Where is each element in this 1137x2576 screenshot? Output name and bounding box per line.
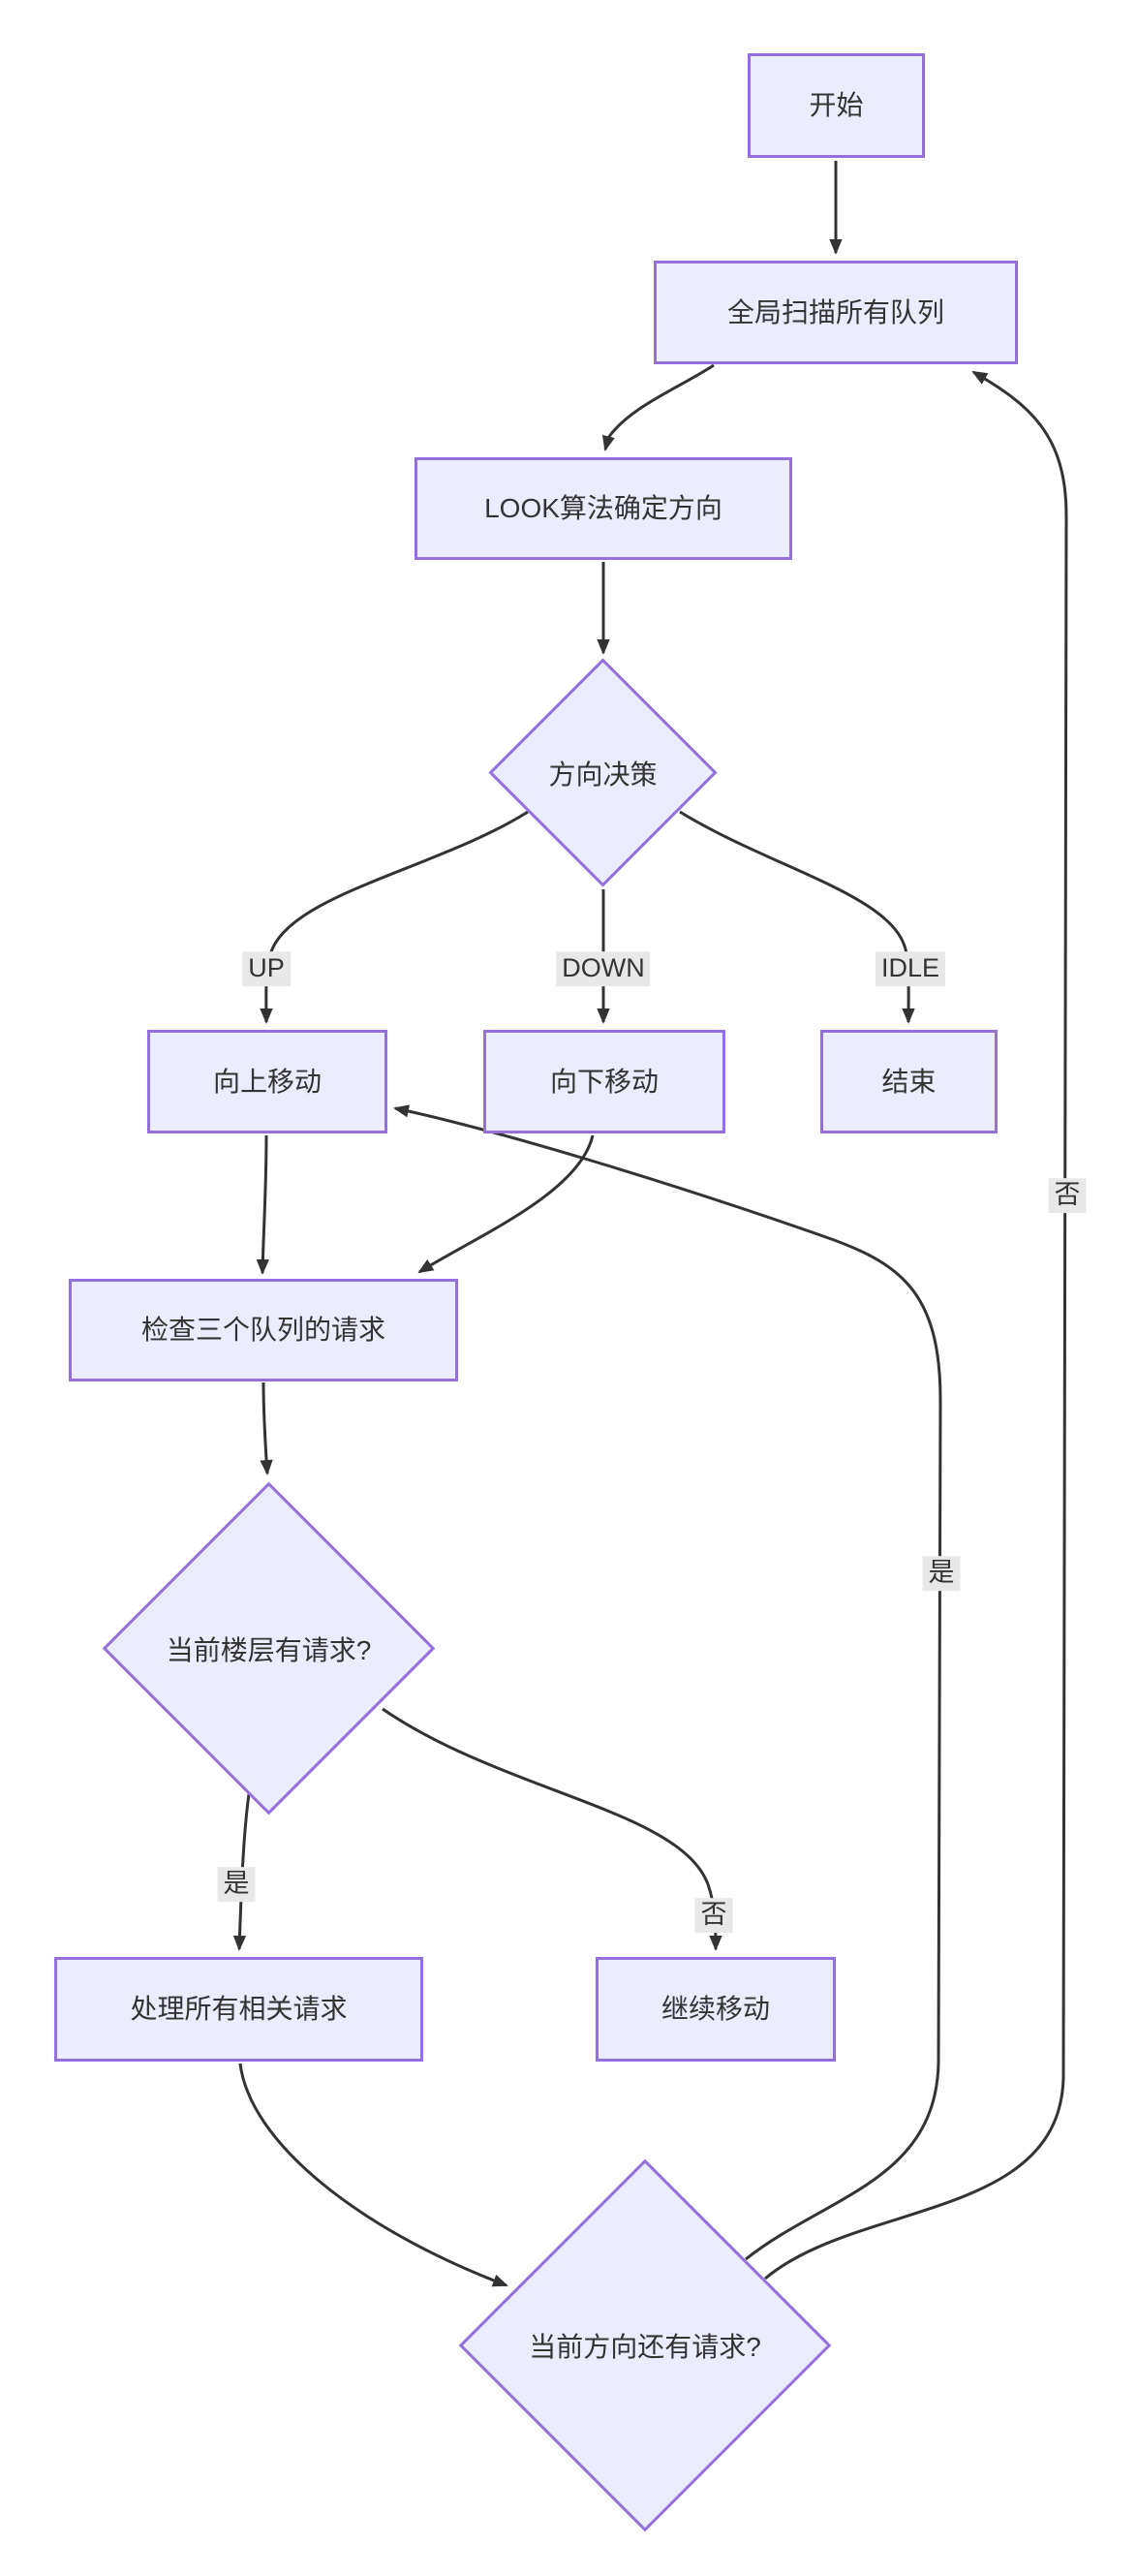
edge-label-floor-yes: 是 [217,1867,256,1902]
node-check-queues: 检查三个队列的请求 [69,1279,458,1381]
node-scan-all-queues: 全局扫描所有队列 [654,261,1018,364]
direction-decision-label: 方向决策 [548,759,658,790]
node-move-up: 向上移动 [147,1030,387,1133]
floor-request-label: 当前楼层有请求? [166,1634,372,1665]
edge-decision-end [679,810,915,1024]
node-move-down: 向下移动 [483,1030,725,1133]
edge-label-down: DOWN [556,951,651,986]
edge-floor-no-continue [382,1707,722,1951]
edge-floor-yes-process [232,1793,251,1951]
edge-final-no-scan [764,370,1068,2281]
edge-movedown-check [417,1134,595,1274]
edge-decision-moveup [260,810,529,1024]
node-start: 开始 [748,53,925,158]
edge-label-up: UP [242,951,291,986]
node-end: 结束 [820,1030,998,1133]
edge-label-dir-yes: 是 [922,1556,961,1591]
edge-process-finaldecision [238,2063,508,2287]
node-look-algorithm: LOOK算法确定方向 [415,457,792,560]
edge-moveup-check [256,1134,269,1275]
node-process-requests: 处理所有相关请求 [54,1957,423,2062]
edge-check-floordecision [260,1381,273,1475]
edge-scan-look [601,363,715,451]
edge-final-yes-moveup [393,1104,942,2261]
edge-label-dir-no: 否 [1048,1178,1087,1213]
node-continue-move: 继续移动 [596,1957,836,2062]
direction-request-label: 当前方向还有请求? [529,2332,761,2362]
edge-label-idle: IDLE [875,951,946,986]
edge-label-floor-no: 否 [694,1898,733,1933]
